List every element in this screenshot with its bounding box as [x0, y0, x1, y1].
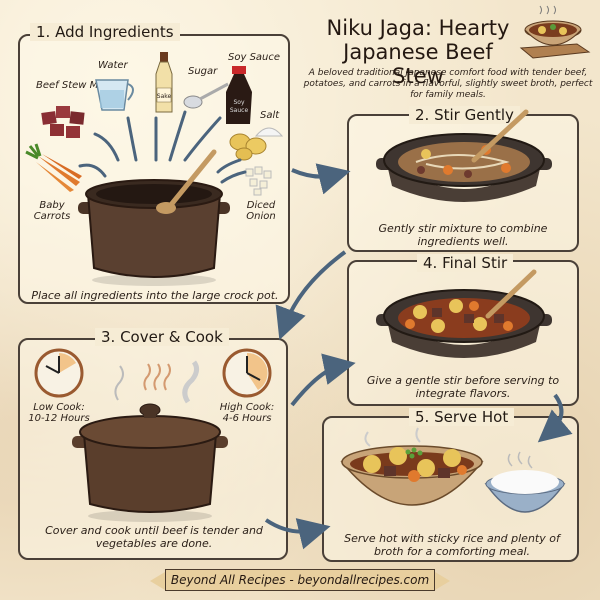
step-2-caption: Gently stir mixture to combine ingredien…	[378, 222, 548, 248]
stirring-pot-icon	[376, 109, 552, 202]
carrots-icon	[25, 143, 82, 192]
ribbon-right-tail	[435, 572, 450, 590]
potatoes-icon	[229, 133, 267, 161]
high-cook-label: High Cook: 4-6 Hours	[219, 402, 275, 424]
beef-label: Beef Stew Meat	[36, 80, 115, 91]
low-cook-label: Low Cook: 10-12 Hours	[28, 402, 90, 424]
step-3-title: 3. Cover & Cook	[95, 328, 229, 346]
carrots-label: Baby Carrots	[33, 200, 71, 222]
step-2-title: 2. Stir Gently	[409, 106, 520, 124]
stew-bowl-icon	[519, 5, 591, 59]
covered-pot-icon	[72, 403, 228, 522]
beef-cubes-icon	[41, 106, 85, 138]
step-4-title: 4. Final Stir	[417, 254, 514, 272]
sugar-label: Sugar	[188, 66, 218, 77]
rice-bowl-icon	[484, 451, 566, 513]
svg-text:Sauce: Sauce	[230, 107, 249, 114]
step-5-caption: Serve hot with sticky rice and plenty of…	[344, 532, 560, 558]
footer-text: Beyond All Recipes - beyondallrecipes.co…	[170, 573, 430, 587]
water-label: Water	[98, 60, 128, 71]
step-5-title: 5. Serve Hot	[409, 408, 515, 426]
high-cook-clock-icon	[222, 348, 272, 398]
soy-sauce-bottle-icon: Soy Sauce	[226, 66, 252, 124]
crock-pot-icon	[78, 149, 230, 286]
soy-sauce-label: Soy Sauce	[228, 52, 281, 63]
step-1-title: 1. Add Ingredients	[30, 23, 180, 41]
step-3-caption: Cover and cook until beef is tender and …	[45, 524, 263, 550]
step-4-caption: Give a gentle stir before serving to int…	[366, 374, 560, 400]
sake-bottle-icon: Sake	[155, 52, 173, 113]
spoon-icon	[183, 82, 229, 109]
salt-pile-icon	[254, 127, 284, 137]
salt-label: Salt	[260, 110, 280, 121]
page-subtitle: A beloved traditional Japanese comfort f…	[303, 68, 593, 100]
onion-label: Diced Onion	[246, 200, 276, 222]
stew-pot-icon	[376, 269, 552, 358]
measuring-cup-icon	[95, 79, 134, 111]
svg-text:Soy: Soy	[233, 99, 244, 106]
stew-bowl-serving-icon	[340, 427, 484, 506]
page-title: Niku Jaga: Hearty Japanese Beef Stew	[326, 16, 510, 88]
onion-icon	[245, 166, 272, 196]
step-1-caption: Place all ingredients into the large cro…	[31, 289, 279, 302]
steam-icon	[114, 360, 200, 404]
low-cook-clock-icon	[34, 348, 84, 398]
ribbon-left-tail	[150, 572, 165, 590]
footer-banner: Beyond All Recipes - beyondallrecipes.co…	[165, 569, 435, 591]
svg-text:Sake: Sake	[157, 93, 172, 100]
